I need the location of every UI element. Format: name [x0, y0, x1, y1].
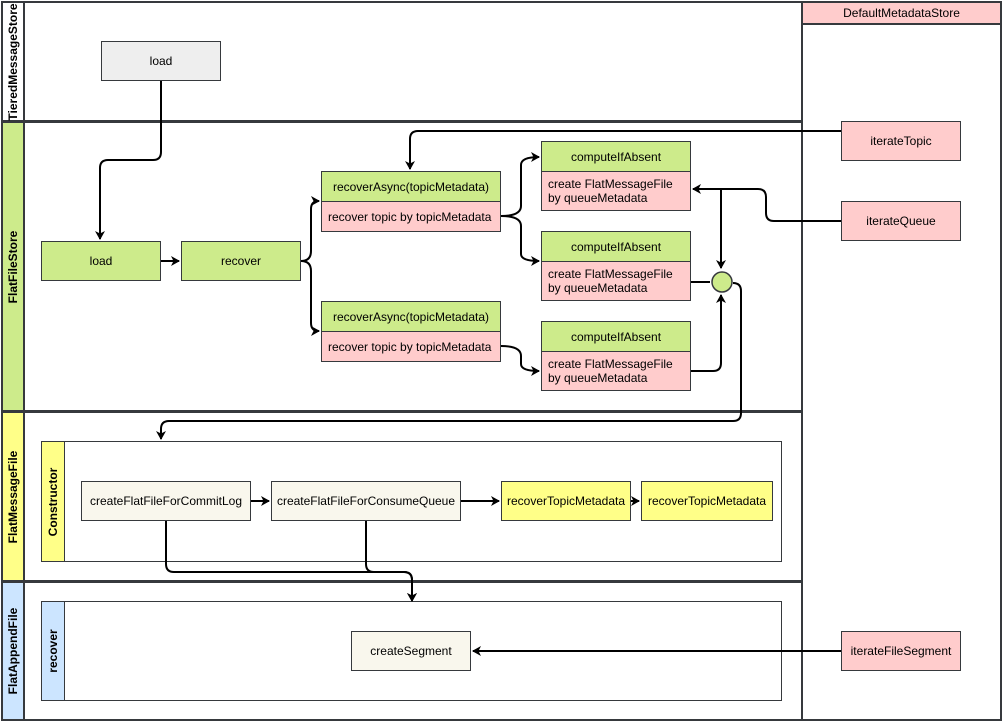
node-label: iterateQueue — [866, 214, 936, 228]
recover-topic-metadata-1-node: recoverTopicMetadata — [501, 481, 631, 521]
merge-point — [711, 271, 733, 293]
node-label: createFlatFileForConsumeQueue — [276, 494, 456, 508]
recover-node: recover — [181, 241, 301, 281]
recover-topic-metadata-2-node: recoverTopicMetadata — [641, 481, 773, 521]
compute-2-header: computeIfAbsent — [541, 231, 691, 262]
node-label: create FlatMessageFile by queueMetadata — [548, 267, 673, 295]
create-segment-node: createSegment — [351, 631, 471, 671]
lane-label-default-metadata-store: DefaultMetadataStore — [801, 1, 1002, 25]
edge-recover-to-async-1 — [300, 196, 320, 262]
compute-1-body: create FlatMessageFile by queueMetadata — [541, 171, 691, 211]
tiered-load-node: load — [101, 41, 221, 81]
lane-label-flat-file-store: FlatFileStore — [1, 121, 25, 412]
node-label: iterateTopic — [870, 134, 932, 148]
edge-commitlog-to-segment — [165, 521, 417, 602]
recover-frame-label: recover — [41, 601, 65, 701]
node-label: computeIfAbsent — [570, 239, 662, 254]
compute-2-body: create FlatMessageFile by queueMetadata — [541, 261, 691, 301]
load-node: load — [41, 241, 161, 281]
edge-recover-to-async-2 — [300, 260, 320, 336]
node-label: load — [149, 54, 173, 68]
edge-async-1-to-compute-2 — [500, 215, 540, 266]
lane-title: DefaultMetadataStore — [843, 6, 960, 20]
edge-iterate-topic-to-async-1 — [405, 130, 841, 170]
constructor-label: Constructor — [41, 441, 65, 562]
node-label: recoverTopicMetadata — [647, 494, 767, 508]
node-label: computeIfAbsent — [570, 149, 662, 164]
compute-1-header: computeIfAbsent — [541, 141, 691, 172]
node-label: recoverAsync(topicMetadata) — [332, 309, 490, 324]
node-label: createFlatFileForCommitLog — [89, 494, 243, 508]
edge-async-1-to-compute-1 — [500, 152, 540, 217]
node-label: iterateFileSegment — [850, 644, 952, 658]
edge-iterate-queue-to-compute-1 — [692, 184, 841, 222]
recover-async-2-body: recover topic by topicMetadata — [321, 331, 501, 362]
edge-tiered-load-to-load — [95, 81, 162, 240]
node-label: load — [89, 254, 113, 268]
node-label: create FlatMessageFile by queueMetadata — [548, 177, 673, 205]
iterate-queue-node: iterateQueue — [841, 201, 961, 241]
create-flat-file-for-commit-log-node: createFlatFileForCommitLog — [81, 481, 251, 521]
node-label: recoverTopicMetadata — [506, 494, 626, 508]
edge-async-2-to-compute-3 — [500, 345, 540, 376]
compute-3-header: computeIfAbsent — [541, 321, 691, 352]
edge-consumequeue-to-segment — [365, 521, 417, 602]
edge-compute-3-to-merge — [691, 294, 726, 372]
compute-3-body: create FlatMessageFile by queueMetadata — [541, 351, 691, 391]
iterate-file-segment-node: iterateFileSegment — [841, 631, 961, 671]
node-label: recover — [220, 254, 261, 268]
recover-async-1-header: recoverAsync(topicMetadata) — [321, 171, 501, 202]
node-label: computeIfAbsent — [570, 329, 662, 344]
lane-label-flat-append-file: FlatAppendFile — [1, 581, 25, 721]
node-label: recover topic by topicMetadata — [328, 339, 492, 354]
node-label: create FlatMessageFile by queueMetadata — [548, 357, 673, 385]
node-label: recover topic by topicMetadata — [328, 209, 492, 224]
create-flat-file-for-consume-queue-node: createFlatFileForConsumeQueue — [271, 481, 461, 521]
edge-merge-to-constructor — [156, 282, 742, 440]
node-label: recoverAsync(topicMetadata) — [332, 179, 490, 194]
node-label: createSegment — [370, 644, 452, 658]
recover-async-1-body: recover topic by topicMetadata — [321, 201, 501, 232]
iterate-topic-node: iterateTopic — [841, 121, 961, 161]
recover-async-2-header: recoverAsync(topicMetadata) — [321, 301, 501, 332]
